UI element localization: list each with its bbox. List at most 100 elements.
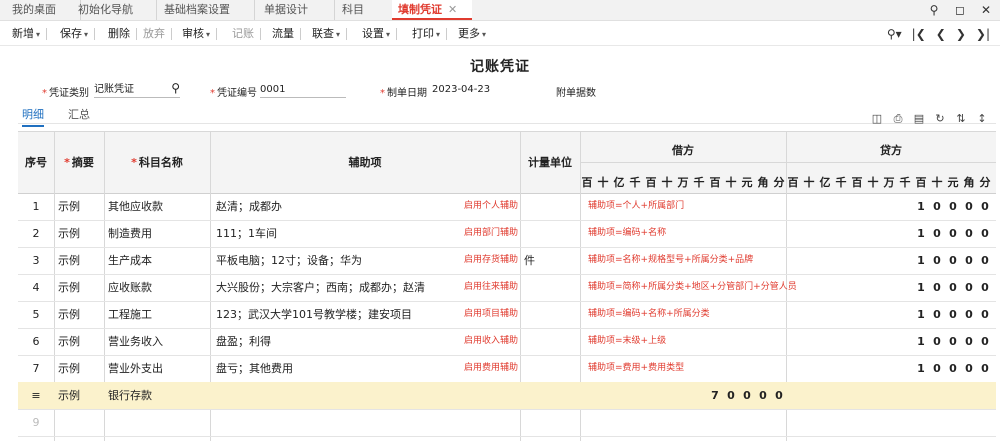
summary-cell[interactable]: 示例 bbox=[58, 281, 80, 294]
aux-cell[interactable]: 赵清；成都办 bbox=[216, 200, 282, 213]
account-cell[interactable]: 营业外支出 bbox=[108, 362, 163, 375]
aux-cell[interactable]: 盘盈；利得 bbox=[216, 335, 271, 348]
tab-account[interactable]: 科目 bbox=[334, 0, 393, 20]
account-cell[interactable]: 工程施工 bbox=[108, 308, 152, 321]
summary-cell[interactable]: 示例 bbox=[58, 200, 80, 213]
tab-doc-design[interactable]: 单据设计 bbox=[254, 0, 335, 20]
aux-cell[interactable] bbox=[216, 409, 452, 436]
tab-init-nav[interactable]: 初始化导航 bbox=[68, 0, 157, 20]
account-cell[interactable]: 营业务收入 bbox=[108, 335, 163, 348]
aux-cell[interactable]: 大兴股份；大宗客户；西南；成都办；赵清 bbox=[216, 281, 425, 294]
close-icon[interactable]: ✕ bbox=[980, 3, 992, 17]
copy-icon[interactable]: ⎙ bbox=[893, 112, 903, 125]
aux-link[interactable]: 启用往来辅助 bbox=[463, 282, 518, 292]
seq-cell[interactable]: 7 bbox=[32, 362, 40, 375]
unit-cell[interactable] bbox=[524, 328, 580, 355]
print-icon[interactable]: ▤ bbox=[913, 112, 925, 125]
aux-note[interactable]: 辅助项=名称+规格型号+所属分类+品牌 bbox=[588, 255, 754, 265]
summary-cell[interactable]: 示例 bbox=[58, 362, 80, 375]
flow-button[interactable]: 流量 bbox=[272, 23, 301, 45]
voucher-no-field[interactable]: 0001 bbox=[260, 82, 346, 98]
more-button[interactable]: 更多▾ bbox=[458, 27, 487, 40]
first-record-icon[interactable]: |❮ bbox=[911, 27, 926, 41]
add-button[interactable]: 新增▾ bbox=[12, 23, 48, 45]
link-query-button[interactable]: 联查▾ bbox=[312, 23, 348, 45]
next-record-icon[interactable]: ❯ bbox=[955, 27, 966, 41]
unit-cell[interactable] bbox=[524, 274, 580, 301]
unit-cell[interactable] bbox=[524, 301, 580, 328]
seq-cell[interactable]: 9 bbox=[32, 416, 40, 429]
aux-link[interactable]: 启用部门辅助 bbox=[463, 228, 518, 238]
seq-cell[interactable]: 2 bbox=[32, 227, 40, 240]
aux-link[interactable]: 启用项目辅助 bbox=[463, 309, 518, 319]
save-button[interactable]: 保存▾ bbox=[60, 23, 96, 45]
seq-cell[interactable]: 5 bbox=[32, 308, 40, 321]
aux-cell[interactable]: 123；武汉大学101号教学楼；建安项目 bbox=[216, 308, 412, 321]
seq-cell[interactable]: 3 bbox=[32, 254, 40, 267]
summary-cell[interactable]: 示例 bbox=[58, 335, 80, 348]
post-button[interactable]: 记账 bbox=[232, 23, 261, 45]
unit-cell[interactable] bbox=[524, 382, 580, 409]
table-row[interactable]: 5 示例 工程施工 123；武汉大学101号教学楼；建安项目 启用项目辅助 辅助项=编码+… bbox=[18, 301, 996, 329]
aux-note[interactable]: 辅助项=费用+费用类型 bbox=[588, 363, 685, 373]
find-icon[interactable]: ⚲▾ bbox=[886, 27, 902, 41]
unit-cell[interactable] bbox=[524, 193, 580, 220]
seq-cell[interactable]: 6 bbox=[32, 335, 40, 348]
unit-cell[interactable] bbox=[524, 220, 580, 247]
close-icon[interactable]: ✕ bbox=[448, 3, 458, 16]
tab-summary[interactable]: 汇总 bbox=[68, 108, 90, 121]
unit-cell[interactable] bbox=[524, 355, 580, 382]
aux-note[interactable]: 辅助项=编码+名称+所属分类 bbox=[588, 309, 710, 319]
tab-voucher-entry[interactable]: 填制凭证✕ bbox=[392, 0, 472, 20]
link-icon[interactable]: ↻ bbox=[935, 112, 945, 125]
aux-note[interactable]: 辅助项=简称+所属分类+地区+分管部门+分管人员 bbox=[588, 282, 797, 292]
unit-cell[interactable]: 件 bbox=[524, 254, 535, 267]
tab-detail[interactable]: 明细 bbox=[22, 106, 44, 127]
summary-cell[interactable]: 示例 bbox=[58, 308, 80, 321]
search-icon[interactable]: ⚲ bbox=[929, 3, 939, 17]
seq-cell[interactable]: 4 bbox=[32, 281, 40, 294]
summary-cell[interactable]: 示例 bbox=[58, 227, 80, 240]
account-cell[interactable] bbox=[108, 409, 210, 436]
aux-cell[interactable] bbox=[216, 382, 452, 409]
summary-cell[interactable]: 示例 bbox=[58, 389, 80, 402]
prev-record-icon[interactable]: ❮ bbox=[935, 27, 946, 41]
tab-my-desktop[interactable]: 我的桌面 bbox=[0, 0, 81, 20]
table-row[interactable]: 4 示例 应收账款 大兴股份；大宗客户；西南；成都办；赵清 启用往来辅助 辅助项=简称+所… bbox=[18, 274, 996, 302]
summary-cell[interactable] bbox=[58, 409, 104, 436]
aux-note[interactable]: 辅助项=编码+名称 bbox=[588, 228, 667, 238]
account-cell[interactable]: 银行存款 bbox=[108, 389, 152, 402]
delete-button[interactable]: 删除 bbox=[108, 23, 137, 45]
last-record-icon[interactable]: ❯| bbox=[975, 27, 990, 41]
aux-link[interactable]: 启用个人辅助 bbox=[463, 201, 518, 211]
voucher-type-field[interactable]: 记账凭证⚲ bbox=[94, 81, 180, 98]
search-icon[interactable]: ⚲ bbox=[171, 81, 180, 95]
audit-button[interactable]: 审核▾ bbox=[182, 23, 218, 45]
account-cell[interactable]: 应收账款 bbox=[108, 281, 152, 294]
insert-row-icon[interactable]: ◫ bbox=[871, 112, 883, 125]
aux-link[interactable]: 启用收入辅助 bbox=[463, 336, 518, 346]
aux-note[interactable]: 辅助项=末级+上级 bbox=[588, 336, 667, 346]
aux-link[interactable]: 启用存货辅助 bbox=[463, 255, 518, 265]
summary-cell[interactable]: 示例 bbox=[58, 254, 80, 267]
aux-cell[interactable]: 盘亏；其他费用 bbox=[216, 362, 293, 375]
aux-cell[interactable]: 平板电脑；12寸；设备；华为 bbox=[216, 254, 362, 267]
settings-button[interactable]: 设置▾ bbox=[362, 23, 398, 45]
print-button[interactable]: 打印▾ bbox=[412, 23, 448, 45]
restore-icon[interactable]: ◻ bbox=[955, 3, 965, 17]
aux-link[interactable]: 启用费用辅助 bbox=[463, 363, 518, 373]
account-cell[interactable]: 制造费用 bbox=[108, 227, 152, 240]
table-row[interactable]: 9 bbox=[18, 409, 996, 437]
discard-button[interactable]: 放弃 bbox=[143, 23, 172, 45]
seq-cell[interactable]: ≡ bbox=[31, 389, 41, 402]
date-field[interactable]: 2023-04-23 bbox=[432, 84, 491, 95]
aux-cell[interactable]: 111；1车间 bbox=[216, 227, 277, 240]
seq-cell[interactable]: 1 bbox=[32, 200, 40, 213]
account-cell[interactable]: 其他应收款 bbox=[108, 200, 163, 213]
unit-cell[interactable] bbox=[524, 409, 580, 436]
